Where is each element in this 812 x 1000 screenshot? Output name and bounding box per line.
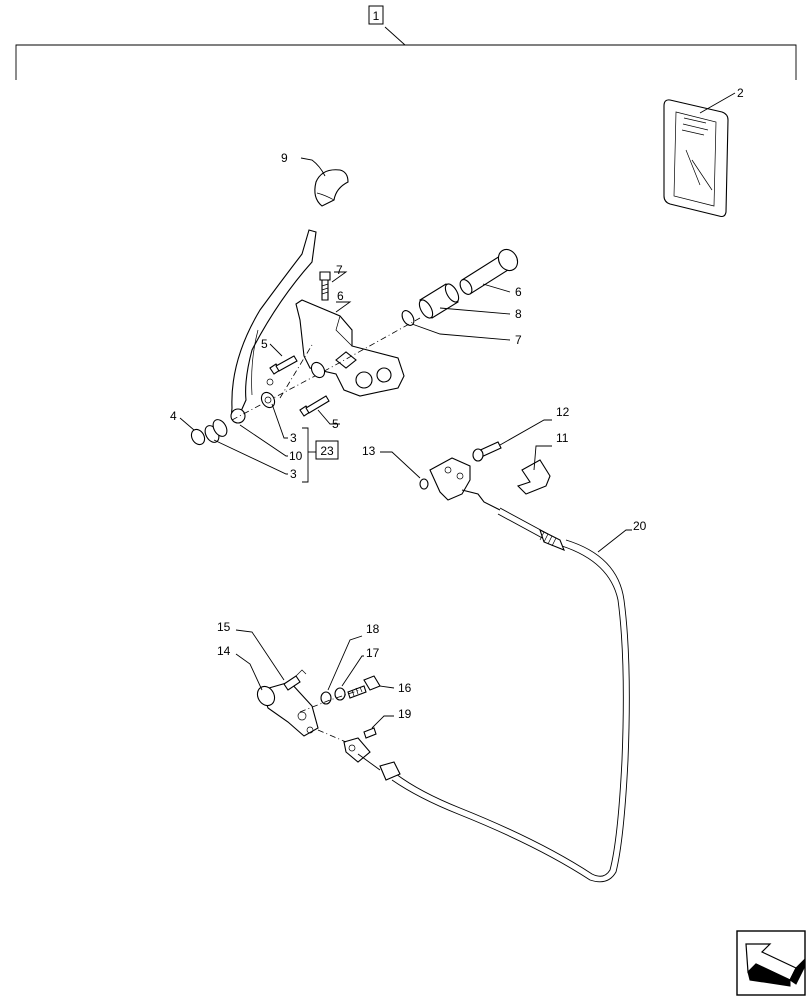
manual-pouch-part-2 [663,99,729,218]
lever-knob-part-11 [314,169,349,207]
callout-8[interactable]: 6 [515,285,522,299]
nut-part-4 [190,428,206,446]
callout-3-lower[interactable]: 3 [290,467,297,481]
callout-18[interactable]: 16 [398,681,412,695]
callout-13[interactable]: 11 [556,431,569,445]
callout-19[interactable]: 17 [366,646,380,660]
callout-11[interactable]: 9 [281,151,288,165]
cable-clevis-upper [429,457,471,501]
callout-3-upper[interactable]: 3 [290,431,297,445]
callout-2[interactable]: 2 [737,86,744,100]
control-cable-part-22 [343,489,630,883]
callout-20[interactable]: 18 [366,622,380,636]
clevis-pin-part-14 [472,441,502,462]
svg-text:1: 1 [373,9,380,23]
callout-9[interactable]: 7 [515,333,522,347]
callout-5-lower[interactable]: 5 [332,417,339,431]
cotter-pin-part-17 [283,669,307,691]
callout-5-upper[interactable]: 5 [261,337,268,351]
assembly-callout-1[interactable]: 1 [368,5,384,25]
assembly-bracket [15,26,797,80]
control-lever-part-16 [256,681,319,737]
callout-7[interactable]: 7 [336,263,343,277]
callout-6[interactable]: 6 [337,289,344,303]
callout-4[interactable]: 4 [170,409,177,423]
kit-bracket [302,427,316,483]
bolt-part-18 [347,675,381,699]
bushing-part-10 [418,283,460,319]
callout-10[interactable]: 8 [515,307,522,321]
bolt-part-7 [319,271,331,301]
pivot-pin-part-8 [459,248,519,295]
callout-14[interactable]: 12 [556,405,570,419]
callout-16[interactable]: 14 [217,644,231,658]
callout-22[interactable]: 20 [633,519,647,533]
spacer-part-3 [260,361,326,409]
callout-15[interactable]: 13 [362,444,376,458]
bolt-part-5-upper [269,355,298,375]
clip-ring-part-15 [419,478,429,490]
pin-part-21 [363,727,377,739]
svg-text:23: 23 [320,444,334,458]
washer-stack-part-12 [204,419,228,443]
callout-21[interactable]: 19 [398,707,412,721]
kit-callout-23[interactable]: 23 [315,440,339,460]
bolt-part-5-lower [299,395,330,417]
washer-part-20 [320,691,332,705]
callout-17[interactable]: 15 [217,620,231,634]
washer-part-9 [401,310,415,326]
hand-lever [230,229,317,424]
mounting-bracket-part-6 [295,299,405,397]
retaining-clip-part-13 [516,459,551,495]
next-page-arrow-icon[interactable] [736,930,806,996]
callout-12[interactable]: 10 [289,449,303,463]
lock-washer-part-19 [334,687,346,701]
